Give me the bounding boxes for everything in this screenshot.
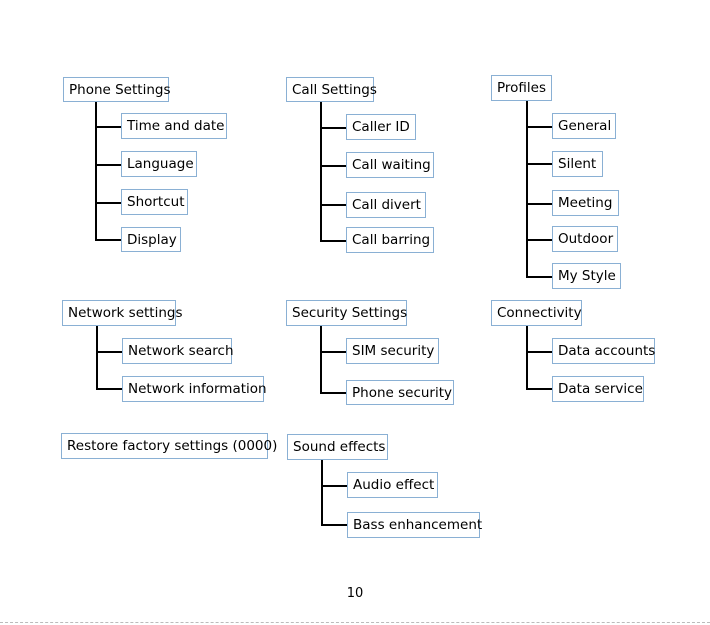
profiles-header: Profiles (491, 75, 552, 101)
call-waiting-item: Call waiting (346, 152, 434, 178)
outdoor-item: Outdoor (552, 226, 618, 252)
connector-branch (526, 351, 552, 353)
connector-branch (95, 126, 121, 128)
audio-effect-item: Audio effect (347, 472, 438, 498)
connector-branch (95, 202, 121, 204)
network-settings-connector (96, 326, 98, 389)
language-item: Language (121, 151, 197, 177)
restore-factory-settings-item: Restore factory settings (0000) (61, 433, 277, 459)
security-settings-connector (320, 326, 322, 393)
bass-enhancement-item: Bass enhancement (347, 512, 482, 538)
security-settings-header: Security Settings (286, 300, 407, 326)
data-service-item: Data service (552, 376, 644, 402)
network-settings-header: Network settings (62, 300, 183, 326)
connector-branch (526, 203, 552, 205)
caller-id-item: Caller ID (346, 114, 416, 140)
sound-effects-header: Sound effects (287, 434, 388, 460)
connectivity-connector (526, 326, 528, 389)
call-barring-item: Call barring (346, 227, 434, 253)
connector-branch (526, 388, 552, 390)
sound-effects-connector (321, 460, 323, 525)
profiles-connector (526, 101, 528, 277)
connector-branch (320, 351, 346, 353)
meeting-item: Meeting (552, 190, 619, 216)
connector-branch (320, 127, 346, 129)
time-and-date-item: Time and date (121, 113, 227, 139)
connector-branch (96, 388, 122, 390)
shortcut-item: Shortcut (121, 189, 188, 215)
phone-settings-header: Phone Settings (63, 77, 170, 102)
connector-branch (320, 240, 346, 242)
network-search-item: Network search (122, 338, 234, 364)
connector-branch (95, 164, 121, 166)
connector-branch (526, 276, 552, 278)
connector-branch (321, 524, 347, 526)
display-item: Display (121, 227, 181, 252)
connector-branch (320, 392, 346, 394)
network-information-item: Network information (122, 376, 267, 402)
connectivity-header: Connectivity (491, 300, 582, 326)
my-style-item: My Style (552, 263, 621, 289)
connector-branch (526, 126, 552, 128)
call-settings-connector (320, 102, 322, 241)
connector-branch (96, 351, 122, 353)
call-settings-header: Call Settings (286, 77, 377, 102)
page-number: 10 (346, 586, 364, 601)
connector-branch (321, 485, 347, 487)
silent-item: Silent (552, 151, 603, 177)
connector-branch (320, 204, 346, 206)
connector-branch (95, 239, 121, 241)
call-divert-item: Call divert (346, 192, 426, 218)
sim-security-item: SIM security (346, 338, 439, 364)
data-accounts-item: Data accounts (552, 338, 655, 364)
connector-branch (320, 165, 346, 167)
connector-branch (526, 239, 552, 241)
phone-settings-connector (95, 102, 97, 240)
page-bottom-rule (0, 622, 710, 623)
connector-branch (526, 163, 552, 165)
general-item: General (552, 113, 616, 139)
phone-security-item: Phone security (346, 380, 454, 405)
